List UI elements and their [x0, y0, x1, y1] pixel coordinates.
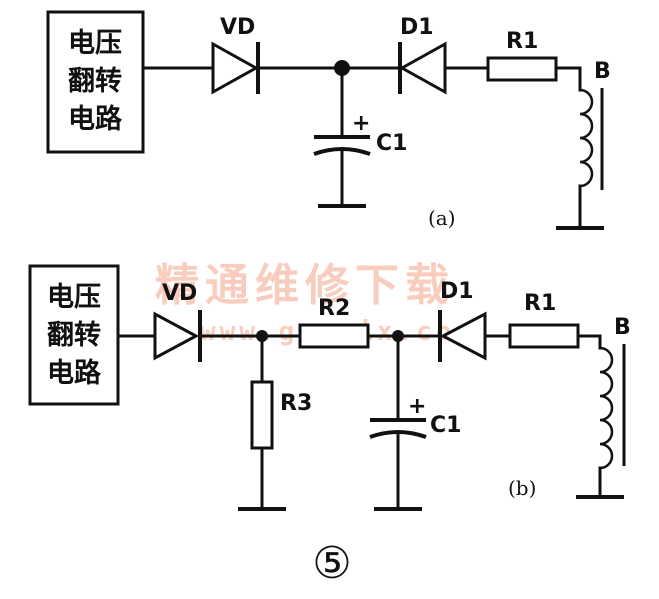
plus-sign-a: +: [352, 111, 370, 136]
label-vd-a: VD: [220, 15, 255, 40]
resistor-r2-b: [298, 323, 370, 349]
label-r3-b: R3: [280, 391, 312, 416]
label-c1-b: C1: [430, 413, 461, 438]
caption-b: (b): [508, 476, 536, 500]
diode-d1-a: [398, 41, 447, 95]
figure-number: ⑤: [312, 538, 351, 589]
diode-d1-b: [438, 310, 487, 362]
resistor-r3-b: [238, 334, 286, 511]
label-r1-b: R1: [524, 291, 556, 316]
circuit-b: 电压 翻转 电路 VD R3 R2 +: [28, 264, 631, 511]
main-wire-a: [141, 66, 582, 92]
label-b-a: B: [594, 59, 611, 84]
box-a-line-1: 电压: [68, 28, 122, 59]
capacitor-c1-a: [313, 66, 371, 208]
box-a-line-3: 电路: [68, 103, 123, 135]
resistor-r1-b: [508, 323, 580, 349]
diode-vd-b: [153, 310, 202, 362]
box-b-line-3: 电路: [47, 357, 102, 389]
capacitor-c1-b: [369, 334, 427, 511]
label-r1-a: R1: [506, 29, 538, 54]
label-b-b: B: [614, 315, 631, 340]
watermark-title: 精通维修下载: [155, 260, 455, 311]
plus-sign-b: +: [408, 394, 426, 419]
inductor-b-a: [556, 88, 604, 230]
caption-a: (a): [428, 206, 456, 230]
label-d1-b: D1: [440, 279, 474, 304]
label-c1-a: C1: [376, 131, 407, 156]
box-b-line-2: 翻转: [47, 320, 101, 351]
inductor-b-b: [576, 344, 626, 499]
resistor-r1-a: [486, 56, 558, 82]
box-a-line-2: 翻转: [68, 66, 122, 97]
label-vd-b: VD: [162, 281, 197, 306]
label-r2-b: R2: [318, 296, 350, 321]
voltage-flip-circuit-box-a: [46, 10, 145, 154]
circuit-a: 电压 翻转 电路 VD + C1 D1 R1: [46, 10, 611, 230]
diode-vd-a: [211, 41, 260, 95]
label-d1-a: D1: [400, 15, 434, 40]
box-b-line-1: 电压: [47, 282, 101, 313]
